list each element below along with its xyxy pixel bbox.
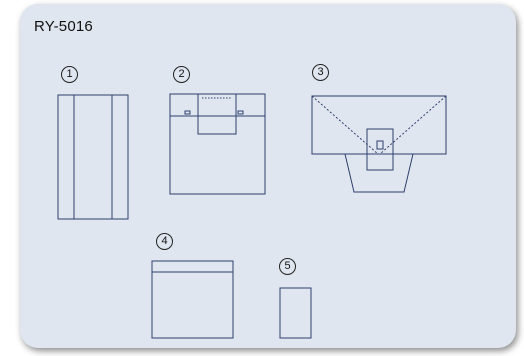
item-number-2: 2 [173,66,190,83]
item-5-sheet [279,287,312,339]
item-4-sheet [151,260,234,339]
item-2-drape [169,93,266,195]
product-code-title: RY-5016 [34,18,93,35]
item-number-1: 1 [61,66,78,83]
item-number-5: 5 [279,258,296,275]
item-1-drape [57,94,129,220]
item-number-4: 4 [156,233,173,250]
item-3-drape [311,95,447,193]
diagram-panel [20,4,516,348]
item-number-3: 3 [312,64,329,81]
